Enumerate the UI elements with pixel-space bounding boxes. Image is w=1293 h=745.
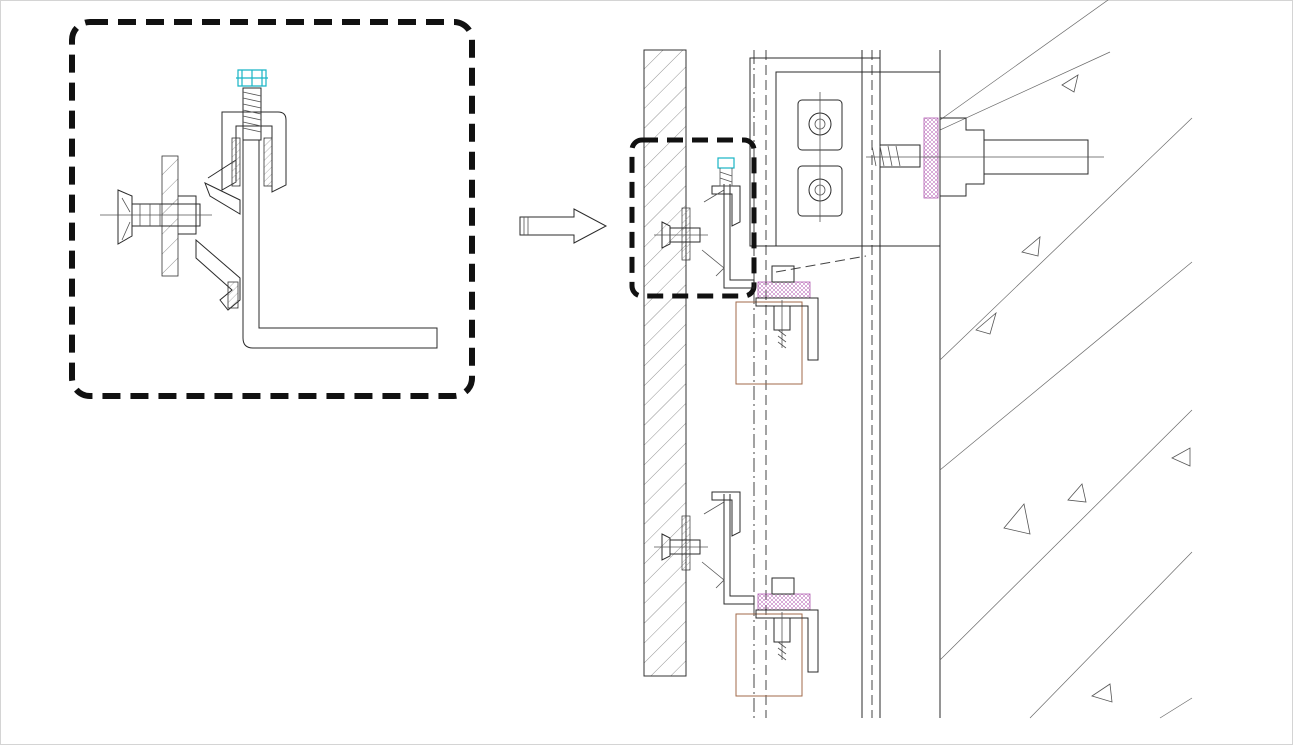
aggregate-6 [1003, 503, 1031, 535]
detail-screw-thread [242, 91, 262, 133]
hollow-right-arrow-icon [519, 208, 608, 244]
detail-profile-arm-upper [204, 159, 241, 215]
bracket-lower [654, 491, 755, 605]
wall-washer [923, 117, 939, 199]
aggregate-1 [1061, 74, 1079, 93]
aggregate-7 [1091, 683, 1113, 703]
detail-profile-arm-lower [195, 238, 241, 311]
detail-anchor-body [117, 189, 201, 245]
detail-enlargement [69, 19, 475, 399]
support-bracket-lower [735, 577, 819, 697]
detail-clip-lower [227, 281, 239, 309]
aggregate-4 [1171, 447, 1191, 467]
aggregate-5 [1067, 483, 1087, 503]
support-bracket-upper [735, 265, 819, 385]
lower-backing-plate [735, 613, 803, 697]
concrete-wall [939, 0, 1193, 719]
wall-bolt-nut [879, 144, 921, 168]
upper-backing-plate [735, 301, 803, 385]
upper-pad [757, 281, 811, 299]
bracket-upper [654, 157, 755, 289]
detail-anchor-plate [161, 155, 179, 277]
section-drawing [629, 0, 1193, 719]
detail-l-bracket [242, 140, 438, 349]
detail-clip-left [231, 137, 241, 187]
stone-panel [643, 49, 687, 677]
connector-plate [775, 71, 941, 247]
detail-callout-marker [629, 137, 757, 299]
connector-dashed [775, 255, 867, 273]
upper-l-hook [723, 184, 755, 289]
aggregate-3 [975, 311, 997, 335]
connector-angle [749, 57, 881, 247]
detail-profile-top [221, 111, 287, 193]
aggregate-2 [1021, 236, 1041, 257]
lower-pad [757, 593, 811, 611]
detail-screw-head [236, 69, 268, 87]
top-connector [749, 57, 1104, 273]
detail-clip-right [263, 137, 273, 187]
detail-callout-border [69, 19, 475, 399]
